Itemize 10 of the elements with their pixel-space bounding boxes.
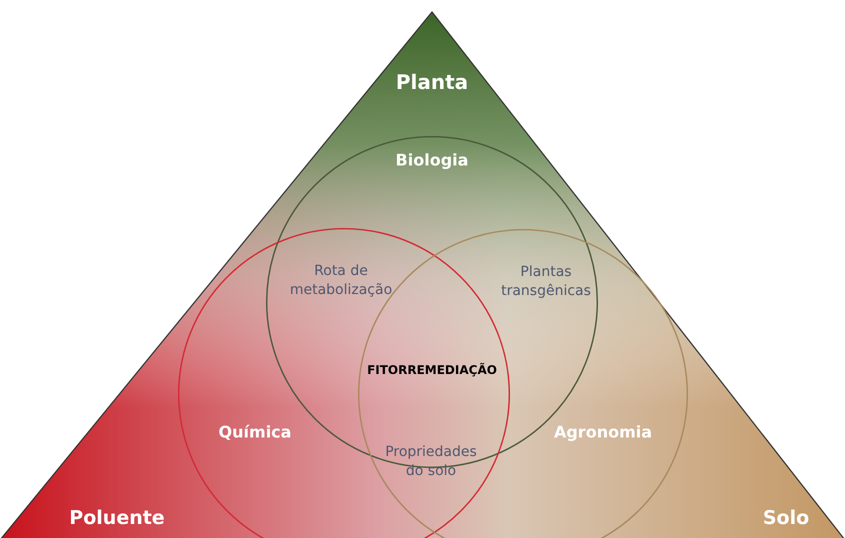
overlap-label: Plantas transgênicas bbox=[500, 263, 592, 301]
circle-label: Biologia bbox=[396, 150, 468, 170]
circle-label: Agronomia bbox=[554, 422, 652, 442]
corner-label: Solo bbox=[762, 507, 810, 529]
overlap-label: Propriedades do solo bbox=[384, 443, 478, 481]
corner-label: Poluente bbox=[69, 507, 165, 529]
circle-label: Química bbox=[218, 422, 292, 442]
corner-label: Planta bbox=[396, 70, 468, 94]
overlap-label: Rota de metabolização bbox=[288, 262, 394, 300]
center-label: FITORREMEDIAÇÃO bbox=[366, 362, 498, 378]
